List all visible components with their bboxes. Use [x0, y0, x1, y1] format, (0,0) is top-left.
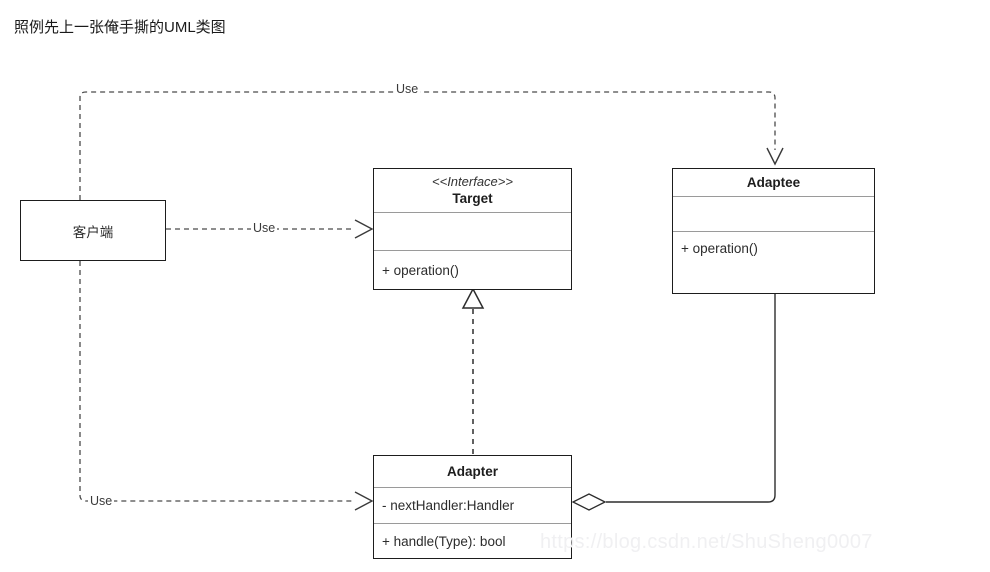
node-adapter-operation-0: + handle(Type): bool	[382, 534, 506, 549]
node-adapter-name: Adapter	[446, 464, 498, 479]
node-adapter[interactable]: Adapter - nextHandler:Handler + handle(T…	[373, 455, 572, 559]
edge-client-uses-adapter	[79, 261, 374, 511]
node-target-attributes	[374, 212, 571, 250]
edge-label-use-adapter: Use	[88, 494, 115, 508]
edge-label-use-adaptee: Use	[394, 82, 421, 96]
node-client[interactable]: 客户端	[20, 200, 166, 261]
edge-adapter-realizes-target	[461, 287, 485, 454]
node-target-operation-0: + operation()	[382, 263, 459, 278]
node-adaptee-name: Adaptee	[746, 175, 801, 190]
node-target-name: Target	[452, 191, 493, 206]
node-target[interactable]: <<Interface>> Target + operation()	[373, 168, 572, 290]
node-adaptee[interactable]: Adaptee + operation()	[672, 168, 875, 294]
edge-client-uses-adaptee	[79, 91, 784, 200]
node-client-body: 客户端	[21, 201, 165, 260]
node-client-label: 客户端	[72, 224, 114, 240]
node-target-operations: + operation()	[374, 250, 571, 290]
page-title: 照例先上一张俺手撕的UML类图	[14, 19, 226, 36]
node-adaptee-header: Adaptee	[673, 169, 874, 196]
edge-adapter-aggregates-adaptee	[571, 294, 776, 511]
node-adaptee-attributes	[673, 196, 874, 231]
node-adaptee-operation-0: + operation()	[681, 241, 758, 256]
node-target-stereotype: <<Interface>>	[432, 174, 513, 189]
node-adapter-operations: + handle(Type): bool	[374, 523, 571, 559]
node-adapter-header: Adapter	[374, 456, 571, 487]
node-adapter-attributes: - nextHandler:Handler	[374, 487, 571, 523]
node-adaptee-operations: + operation()	[673, 231, 874, 293]
watermark: https://blog.csdn.net/ShuSheng0007	[540, 531, 873, 553]
node-adapter-attribute-0: - nextHandler:Handler	[382, 498, 515, 513]
edge-label-use-target: Use	[251, 221, 278, 235]
node-target-header: <<Interface>> Target	[374, 169, 571, 212]
